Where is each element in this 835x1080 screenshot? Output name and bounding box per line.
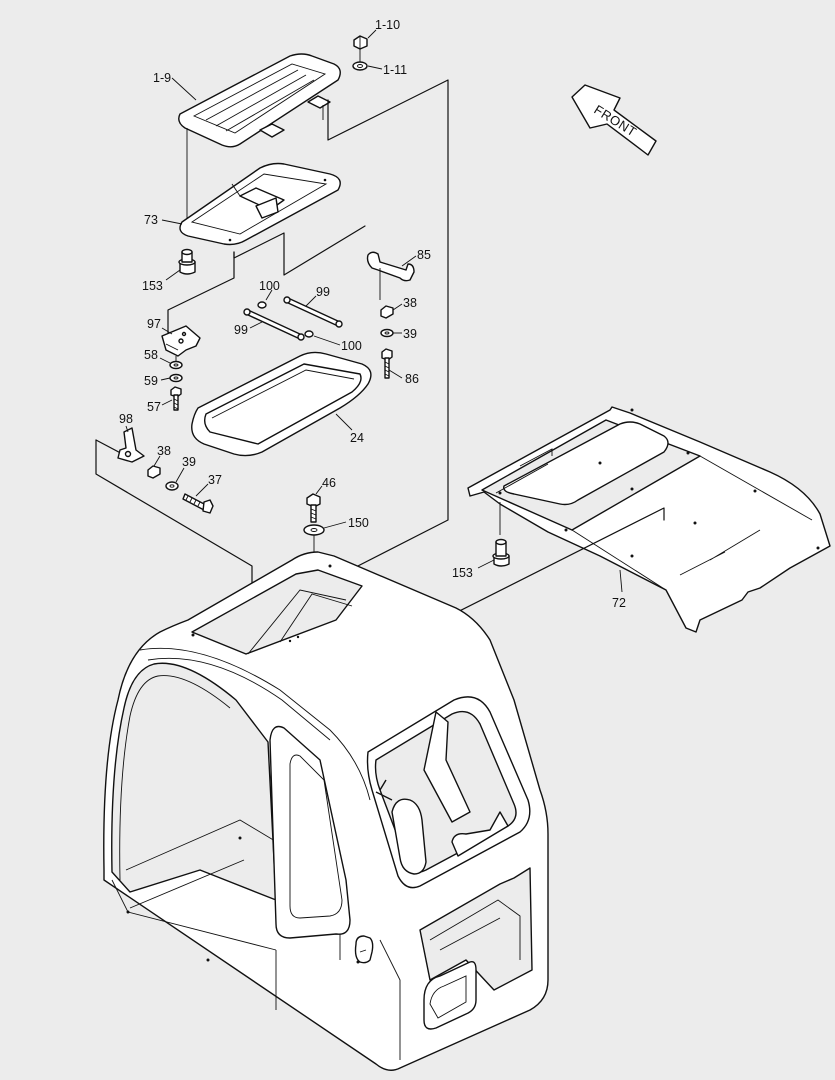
callout-100-bottom: 100 (313, 335, 362, 353)
callout-59: 59 (144, 374, 171, 388)
bolt-37 (182, 493, 214, 514)
callout-label: 1-11 (383, 63, 407, 77)
callout-label: 98 (119, 412, 133, 426)
callout-153-right: 153 (452, 559, 495, 580)
callout-85: 85 (401, 248, 431, 267)
callout-label: 72 (612, 596, 626, 610)
callout-label: 73 (144, 213, 158, 227)
pin-100-lower (304, 330, 314, 338)
callout-38-right: 38 (392, 296, 417, 311)
callout-label: 57 (147, 400, 161, 414)
callout-label: 99 (234, 323, 248, 337)
cab-body (103, 551, 549, 1071)
callout-label: 38 (403, 296, 417, 310)
washer-38-left (147, 465, 161, 479)
callout-1-9: 1-9 (153, 71, 197, 101)
washer-150 (303, 524, 325, 536)
washer-59 (169, 373, 183, 383)
callout-label: 150 (348, 516, 369, 530)
callout-label: 99 (316, 285, 330, 299)
callout-24: 24 (335, 413, 364, 445)
bolt-57 (170, 386, 182, 411)
callout-98: 98 (119, 412, 133, 433)
callout-label: 37 (208, 473, 222, 487)
callout-86: 86 (388, 369, 419, 386)
handle-85 (366, 251, 415, 282)
callout-57: 57 (147, 399, 173, 414)
callout-99-left: 99 (234, 321, 263, 337)
seal-24 (191, 351, 372, 457)
callout-label: 1-10 (375, 18, 400, 32)
callout-label: 153 (452, 566, 473, 580)
bracket-98 (117, 427, 145, 463)
roof-glass-frame (179, 162, 341, 246)
callout-label: 153 (142, 279, 163, 293)
stud-153-right (492, 538, 510, 567)
callout-label: 39 (182, 455, 196, 469)
stud-153-left (178, 248, 196, 275)
callout-label: 59 (144, 374, 158, 388)
washer-39-left (165, 481, 179, 491)
rod-99-upper (283, 296, 343, 328)
callout-label: 46 (322, 476, 336, 490)
washer-38-right (380, 305, 394, 319)
callout-label: 86 (405, 372, 419, 386)
callout-100-top: 100 (259, 279, 280, 301)
washer-58 (169, 360, 183, 370)
callout-label: 1-9 (153, 71, 171, 85)
callout-150: 150 (323, 516, 369, 530)
callout-label: 97 (147, 317, 161, 331)
rod-99-lower (243, 308, 305, 341)
callout-38-left: 38 (153, 444, 171, 467)
washer-39-right (380, 328, 394, 338)
callout-99-top: 99 (305, 285, 330, 307)
callout-39-left: 39 (175, 455, 196, 483)
callout-58: 58 (144, 348, 171, 364)
callout-72: 72 (612, 569, 626, 610)
bolt-86 (381, 348, 393, 379)
floor-plate-72 (467, 406, 831, 633)
callout-label: 39 (403, 327, 417, 341)
front-arrow: FRONT (571, 84, 657, 156)
callout-label: 100 (259, 279, 280, 293)
callout-label: 100 (341, 339, 362, 353)
callout-1-11: 1-11 (367, 63, 407, 77)
callout-label: 58 (144, 348, 158, 362)
nut-1-10 (353, 35, 368, 50)
callout-1-10: 1-10 (367, 18, 400, 39)
callout-46: 46 (315, 476, 336, 495)
callout-73: 73 (144, 213, 183, 227)
callout-97: 97 (147, 317, 173, 335)
callout-153-left: 153 (142, 269, 181, 293)
callout-label: 85 (417, 248, 431, 262)
washer-1-11 (352, 61, 368, 71)
bolt-46 (306, 493, 321, 523)
callout-37: 37 (195, 473, 222, 497)
callout-label: 38 (157, 444, 171, 458)
pin-100-upper (257, 301, 267, 309)
roof-cover (178, 53, 341, 148)
callout-label: 24 (350, 431, 364, 445)
callout-39-right: 39 (393, 327, 417, 341)
